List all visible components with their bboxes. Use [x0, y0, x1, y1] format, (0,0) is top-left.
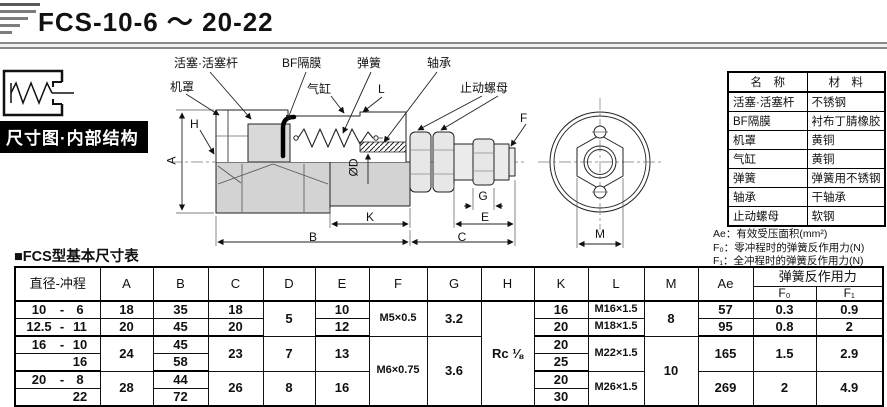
note-ae: Ae：有效受压面积(mm²): [713, 228, 828, 240]
label-dim-l: L: [378, 82, 385, 96]
table-row: 弹簧弹簧用不锈钢: [727, 168, 886, 188]
col-dia-stroke: 直径-冲程: [14, 266, 101, 302]
label-dim-m: M: [595, 227, 605, 241]
label-dim-a: A: [164, 156, 179, 165]
col-h: H: [480, 266, 535, 302]
label-stop-nut: 止动螺母: [460, 81, 509, 95]
materials-col-name: 名 称: [727, 71, 808, 93]
dimension-drawing: 活塞·活塞杆 机罩 BF隔膜 气缸 弹簧 L 轴承 止动螺母 F H A ØD …: [130, 56, 720, 258]
label-cylinder: 气缸: [307, 82, 332, 96]
col-k: K: [533, 266, 589, 302]
spring-cylinder-icon: [2, 69, 74, 117]
col-e: E: [314, 266, 370, 302]
table-row: 轴承干轴承: [727, 187, 886, 207]
materials-table: 名 称 材 料 活塞·活塞杆不锈钢 BF隔膜衬布丁腈橡胶 机罩黄铜 气缸黄铜 弹…: [727, 71, 886, 227]
materials-col-material: 材 料: [806, 71, 886, 93]
header-lines-icon: [0, 3, 40, 38]
leader-lines: [185, 71, 527, 147]
table-row: 22 72 30: [14, 388, 883, 407]
col-m: M: [643, 266, 699, 302]
label-dim-f: F: [520, 111, 528, 125]
label-dim-od: ØD: [346, 158, 361, 177]
drawing-svg: [170, 71, 662, 248]
table-row: 气缸黄铜: [727, 149, 886, 169]
table-row: 机罩黄铜: [727, 130, 886, 150]
dimension-lines: [176, 109, 516, 246]
table-row: 16 58 25: [14, 353, 883, 372]
col-a: A: [99, 266, 154, 302]
table-row: 活塞·活塞杆不锈钢: [727, 91, 886, 112]
size-subheader-row: F₀ F₁: [15, 286, 884, 302]
table-row: 止动螺母软钢: [727, 206, 886, 227]
label-spring: 弹簧: [357, 56, 382, 70]
label-dim-c: C: [457, 230, 467, 244]
col-ae: Ae: [697, 266, 754, 302]
footnotes: Ae：有效受压面积(mm²) F₀：零冲程时的弹簧反作用力(N) F₁：全冲程时…: [713, 228, 864, 269]
label-dim-b: B: [308, 230, 318, 244]
label-piston: 活塞·活塞杆: [174, 56, 238, 70]
table-row: BF隔膜衬布丁腈橡胶: [727, 111, 886, 131]
col-b: B: [152, 266, 209, 302]
col-d: D: [262, 266, 316, 302]
label-dim-h: H: [190, 117, 199, 131]
size-header-row: 直径-冲程 A B C D E F G H K L M Ae 弹簧反作用力: [14, 266, 884, 302]
size-table: 直径-冲程 A B C D E F G H K L M Ae 弹簧反作用力 F₀…: [14, 266, 885, 407]
table-row: 12.5-11 20 45 20 12 20 M18×1.5 95 0.8 2: [14, 318, 884, 337]
label-dim-g: G: [478, 189, 488, 203]
materials-header-row: 名 称 材 料: [727, 71, 886, 93]
label-dim-k: K: [365, 210, 375, 224]
label-dim-e: E: [480, 210, 490, 224]
size-table-title: ■FCS型基本尺寸表: [14, 249, 139, 265]
col-f1: F₁: [815, 286, 884, 302]
table-row: 10-6 18 35 18 5 10 M5×0.5 3.2 Rc ⅛ 16 M1…: [14, 300, 884, 407]
col-spring-force-group: 弹簧反作用力: [752, 266, 884, 287]
col-g: G: [426, 266, 482, 302]
note-f1: F₁：全冲程时的弹簧反作用力(N): [713, 255, 864, 267]
end-view: [538, 98, 662, 248]
page-title: FCS-10-6 ～ 20-22: [38, 7, 274, 37]
col-l: L: [587, 266, 645, 302]
side-view: [215, 109, 516, 214]
label-bf-diaphragm: BF隔膜: [282, 56, 322, 70]
note-f0: F₀：零冲程时的弹簧反作用力(N): [713, 241, 865, 254]
table-row: 16-10 24 45 23 7 13 M6×0.75 3.6 20 M22×1…: [14, 335, 884, 407]
col-c: C: [207, 266, 264, 302]
col-f: F: [368, 266, 428, 302]
section-label: 尺寸图·内部结构: [0, 121, 148, 153]
label-cover: 机罩: [170, 80, 195, 94]
label-bearing: 轴承: [427, 56, 452, 70]
col-f0: F₀: [752, 286, 817, 302]
title-divider: [0, 42, 887, 49]
